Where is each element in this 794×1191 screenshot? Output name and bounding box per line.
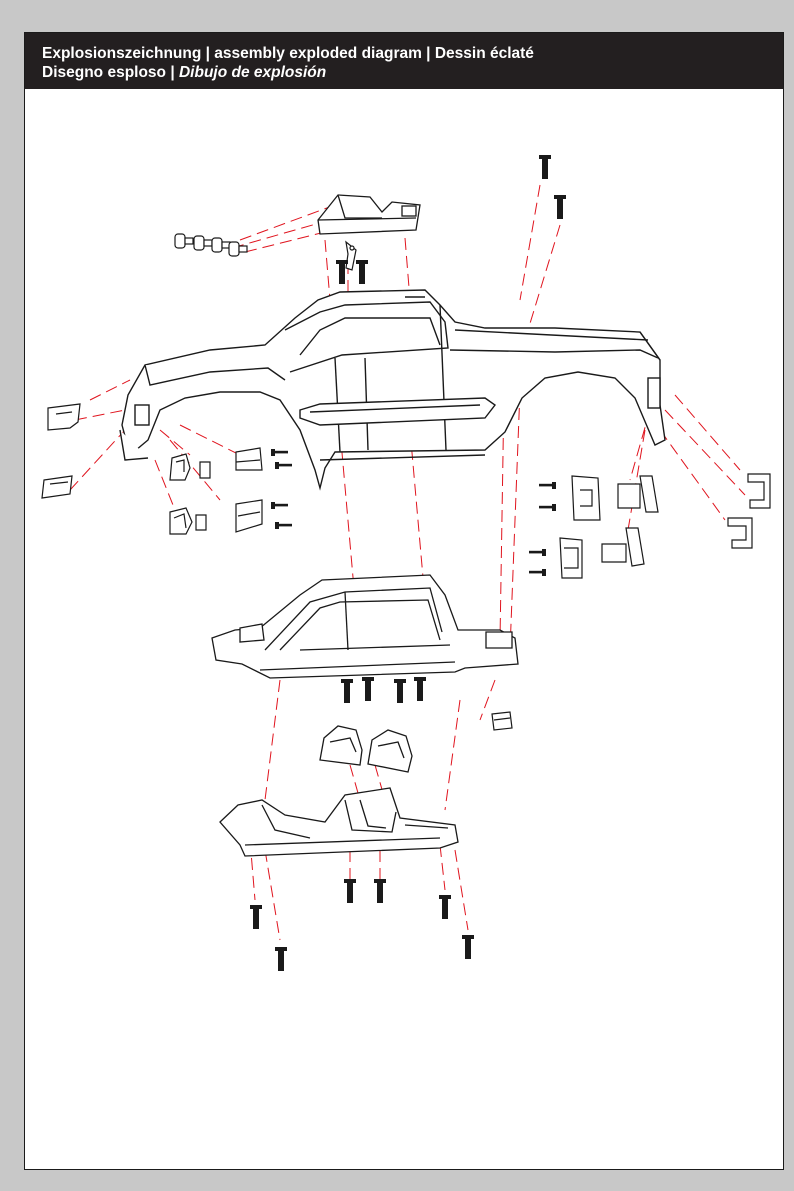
seat-icon [320, 726, 412, 772]
roof-bracket-icon [346, 242, 356, 270]
roof-console-icon [318, 195, 420, 234]
clip-icon [492, 712, 512, 730]
bumper-guard-icon [728, 474, 770, 548]
truck-body-icon [120, 290, 665, 488]
grille-light-icon [42, 404, 80, 498]
mirror-icon [170, 448, 262, 534]
frame-icon [212, 575, 518, 678]
light-bulb-icon [175, 234, 247, 256]
tail-light-icon [560, 476, 658, 578]
interior-icon [220, 788, 458, 856]
